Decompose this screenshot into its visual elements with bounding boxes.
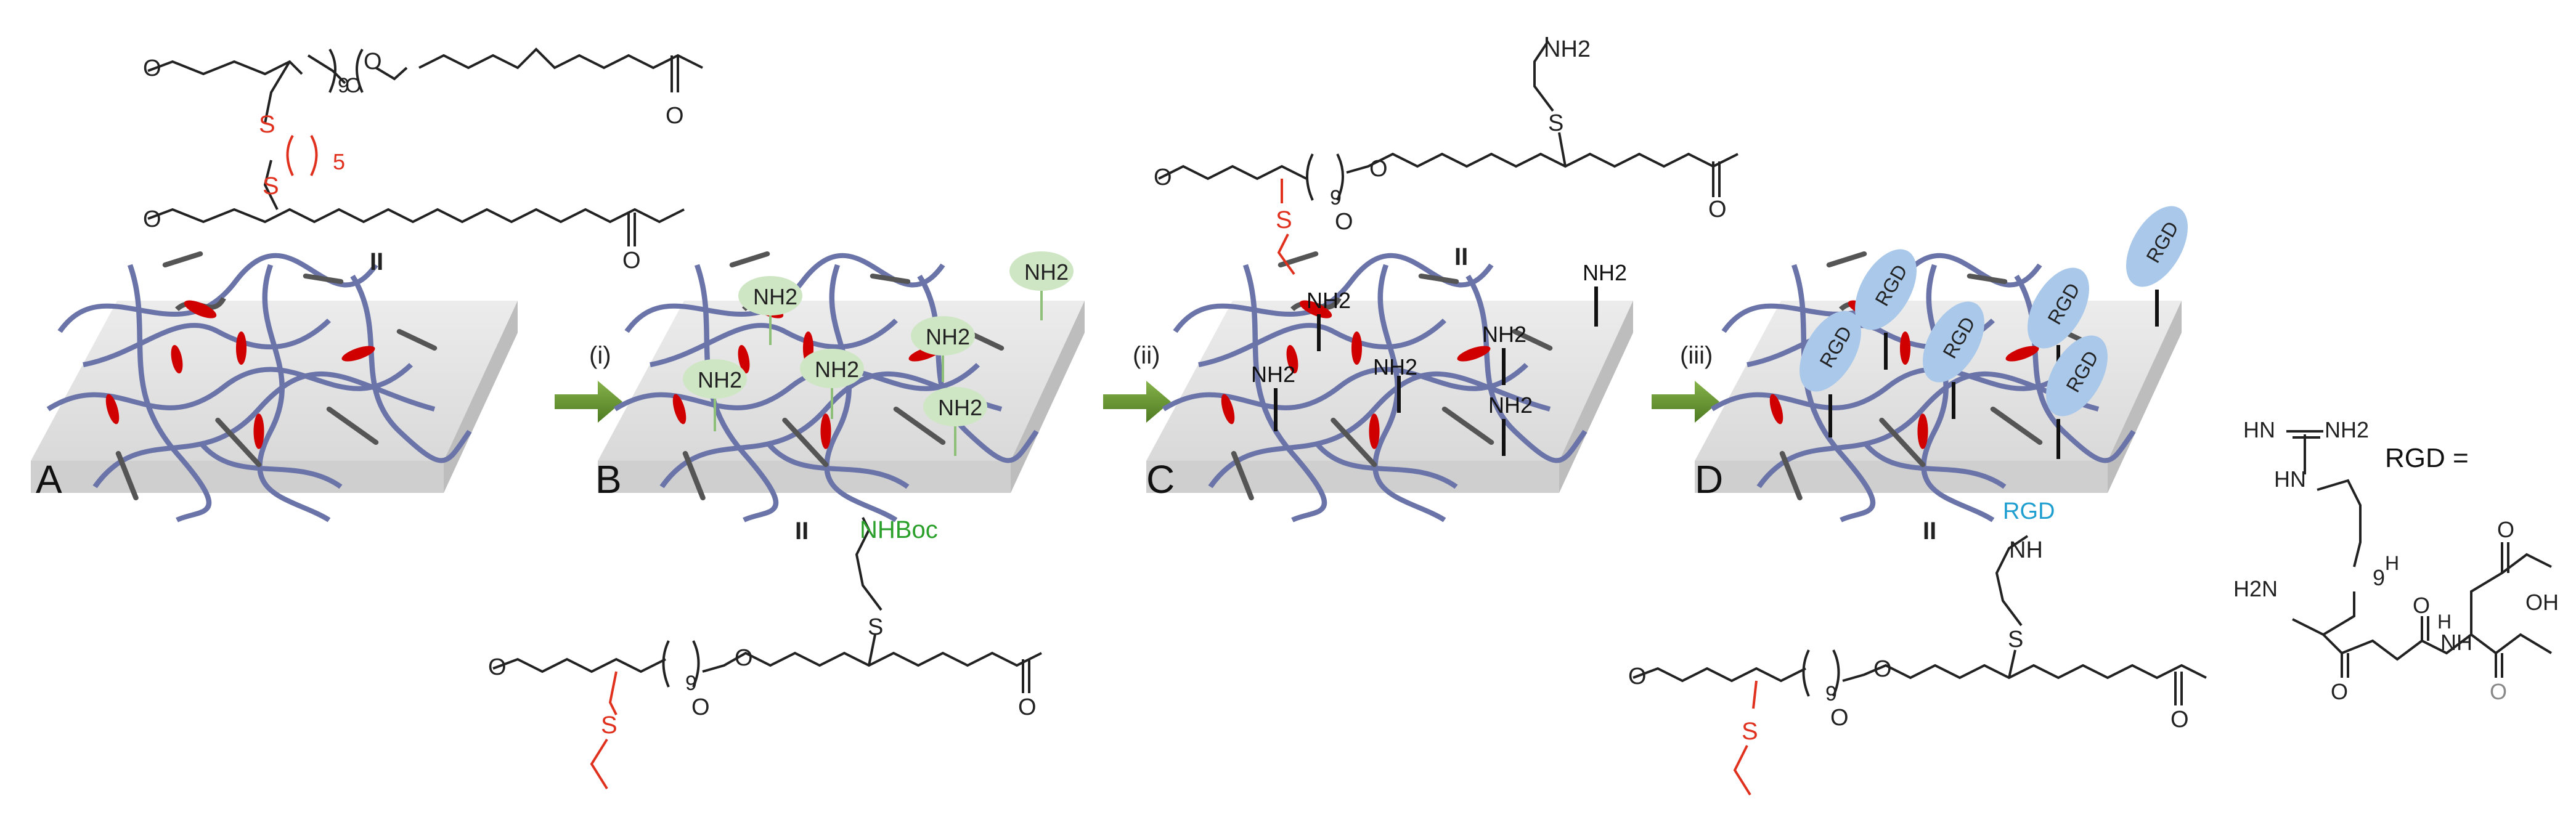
svg-text:S: S	[1276, 206, 1292, 234]
svg-text:II: II	[795, 518, 809, 545]
step-arrow-ii: (ii)	[1103, 342, 1171, 423]
panel-a: A	[31, 254, 518, 520]
panel-label-a: A	[36, 457, 62, 502]
svg-text:O: O	[1830, 705, 1849, 731]
svg-text:H2N: H2N	[2233, 576, 2278, 601]
step-arrow-iii: (iii)	[1652, 342, 1719, 423]
nh2-groups: NH2 NH2 NH2 NH2 NH2 NH2	[1251, 260, 1627, 456]
svg-text:NH2: NH2	[1482, 322, 1526, 347]
svg-text:NH2: NH2	[1544, 36, 1591, 62]
svg-text:NHBoc: NHBoc	[860, 516, 938, 543]
svg-text:O: O	[1154, 165, 1172, 190]
svg-text:NH2: NH2	[1024, 259, 1069, 285]
svg-text:NH2: NH2	[1583, 260, 1627, 285]
svg-text:O: O	[2497, 517, 2514, 542]
svg-text:O: O	[364, 49, 382, 75]
svg-text:S: S	[1742, 718, 1758, 745]
svg-text:(ii): (ii)	[1133, 342, 1160, 369]
svg-text:NH: NH	[2440, 630, 2472, 655]
svg-text:O: O	[666, 103, 684, 129]
svg-text:OH: OH	[2525, 590, 2559, 615]
svg-text:O: O	[143, 55, 161, 81]
nhboc-structure	[492, 517, 1042, 790]
step-arrow-i: (i)	[555, 342, 622, 423]
svg-text:NH: NH	[2009, 537, 2043, 563]
svg-text:O: O	[1369, 156, 1388, 182]
svg-text:H: H	[2437, 611, 2452, 633]
svg-text:H: H	[2385, 552, 2399, 574]
rgd-structure-labels: RGD NH II S O 9 O O O S	[1628, 498, 2189, 745]
rgd-definition-structure	[2286, 430, 2553, 678]
svg-text:NH2: NH2	[1488, 392, 1533, 418]
svg-text:9: 9	[2373, 565, 2385, 590]
svg-text:(iii): (iii)	[1680, 342, 1713, 369]
panel-label-c: C	[1146, 457, 1175, 502]
svg-text:O: O	[735, 645, 753, 671]
svg-text:9: 9	[338, 74, 349, 97]
amine-labels: NH2 S O 9 O O O S II	[1154, 36, 1727, 270]
rgd-structure	[1632, 535, 2207, 796]
svg-text:NH2: NH2	[2325, 417, 2369, 442]
svg-text:O: O	[488, 654, 507, 680]
svg-text:(i): (i)	[589, 342, 611, 369]
svg-text:O: O	[143, 206, 161, 232]
svg-text:O: O	[691, 694, 710, 720]
rgd-ellipses: RGD RGD RGD RGD RGD RGD	[1800, 206, 2188, 459]
svg-text:II: II	[370, 248, 383, 275]
svg-text:O: O	[1708, 197, 1727, 222]
svg-text:HN: HN	[2274, 466, 2306, 492]
crosslinker-labels: O O O 9 O S 5 S O O II	[143, 49, 684, 275]
svg-text:HN: HN	[2243, 417, 2275, 442]
panel-d: RGD RGD RGD RGD RGD RGD D	[1695, 206, 2188, 520]
panel-label-d: D	[1695, 457, 1723, 502]
svg-text:S: S	[868, 614, 883, 640]
svg-text:NH2: NH2	[1251, 362, 1295, 387]
svg-text:O: O	[2490, 679, 2507, 704]
svg-text:NH2: NH2	[753, 284, 797, 309]
nhboc-labels: II NHBoc S O 9 O O O S	[488, 516, 1037, 739]
amine-structure	[1158, 37, 1738, 275]
svg-text:O: O	[1873, 656, 1892, 682]
svg-text:O: O	[1628, 664, 1647, 689]
svg-text:9: 9	[1330, 186, 1342, 209]
svg-text:NH2: NH2	[1373, 354, 1417, 380]
svg-text:NH2: NH2	[926, 324, 970, 349]
svg-text:9: 9	[1825, 682, 1837, 705]
svg-text:NH2: NH2	[698, 367, 742, 392]
svg-text:O: O	[2413, 593, 2430, 618]
crosslinker-structure	[147, 47, 703, 246]
svg-text:NH2: NH2	[815, 357, 859, 382]
svg-text:S: S	[601, 712, 618, 739]
svg-text:S: S	[1548, 110, 1563, 136]
svg-text:NH2: NH2	[1306, 288, 1351, 313]
svg-text:O: O	[2331, 679, 2348, 704]
svg-text:O: O	[622, 248, 641, 274]
panel-label-b: B	[595, 457, 622, 502]
svg-text:5: 5	[333, 149, 345, 174]
svg-text:NH2: NH2	[938, 395, 982, 420]
svg-text:RGD: RGD	[2003, 498, 2055, 524]
rgd-definition-title: RGD =	[2385, 443, 2469, 473]
svg-text:O: O	[345, 74, 361, 97]
rgd-definition-labels: HN NH2 HN RGD = H2N H 9 O O NH H O OH O	[2233, 417, 2559, 704]
svg-text:O: O	[1018, 694, 1037, 720]
svg-text:9: 9	[685, 672, 697, 695]
svg-text:S: S	[2008, 627, 2023, 652]
svg-text:S: S	[259, 111, 275, 138]
svg-text:O: O	[2170, 707, 2189, 733]
nh2-bubbles: NH2 NH2 NH2 NH2 NH2 NH2	[683, 251, 1074, 456]
svg-text:O: O	[1335, 209, 1353, 235]
panel-c: NH2 NH2 NH2 NH2 NH2 NH2 C	[1146, 254, 1633, 520]
svg-text:II: II	[1454, 243, 1468, 270]
panel-b: NH2 NH2 NH2 NH2 NH2 NH2 B	[595, 251, 1085, 520]
svg-text:S: S	[263, 173, 279, 200]
svg-text:II: II	[1923, 518, 1936, 545]
